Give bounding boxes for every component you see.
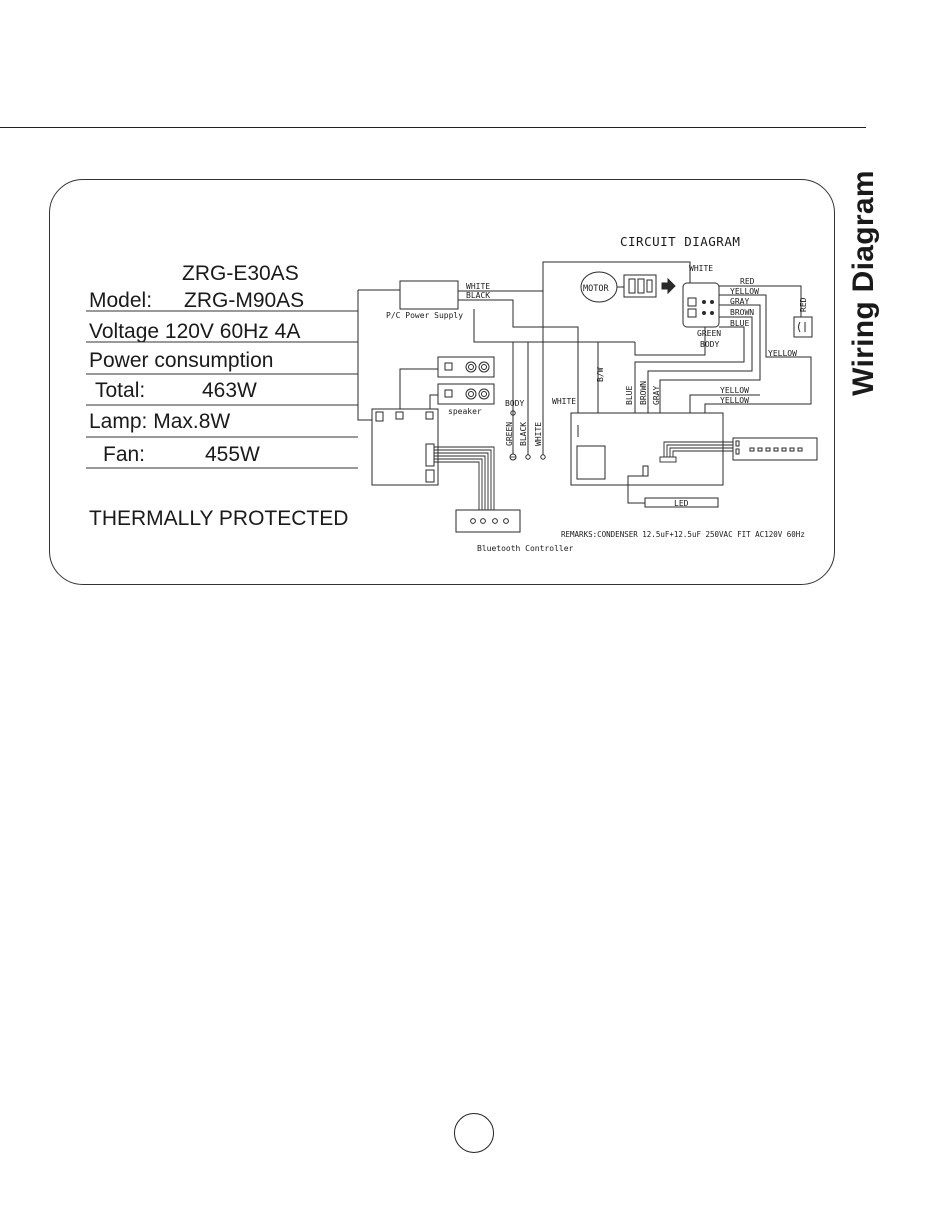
motor-arrow (661, 277, 676, 295)
wire-white-top (458, 261, 691, 292)
bluetooth-controller-box (455, 509, 521, 533)
wire-label-green: GREEN (697, 329, 721, 338)
speaker-control-board (371, 408, 439, 486)
speaker-module-2 (437, 383, 495, 405)
wire-table-to-board (357, 290, 372, 421)
keypad-panel (732, 437, 818, 461)
lamp-spec: Lamp: Max.8W (89, 410, 230, 433)
wire-black-top (458, 299, 579, 413)
wire-label-green-vertical: GREEN (505, 422, 514, 446)
wire-label-white-top: WHITE (466, 282, 490, 291)
wire-label-yellow-right: YELLOW (768, 349, 797, 358)
wire-red (719, 285, 802, 317)
wire-label-gray-vertical: GRAY (652, 386, 661, 405)
wiring-panel (49, 179, 835, 585)
keypad-ribbon (659, 441, 733, 463)
circuit-title: CIRCUIT DIAGRAM (620, 234, 740, 249)
spec-table-rules (86, 310, 358, 469)
wire-label-blue-vertical: BLUE (625, 386, 634, 405)
wire-label-bw-vertical: B/W (596, 367, 605, 382)
circuit-diagram (357, 261, 818, 533)
model-label: Model: (89, 289, 152, 312)
wire-label-gray: GRAY (730, 297, 749, 306)
wire-label-black-top: BLACK (466, 291, 490, 300)
wire-brown (647, 316, 753, 413)
ribbon-cable (434, 446, 495, 510)
wire-label-red: RED (740, 277, 755, 286)
wire-label-yellow: YELLOW (730, 287, 759, 296)
keypad-buttons (749, 447, 803, 452)
led-strip (644, 497, 719, 508)
wire-label-blue: BLUE (730, 319, 749, 328)
wire-yellow-h1 (689, 394, 760, 413)
total-label: Total: (95, 379, 145, 402)
wire-label-white-motor: WHITE (689, 264, 713, 273)
wire-yellow-right (704, 294, 812, 413)
wire-label-yellow-h2: YELLOW (720, 396, 749, 405)
fan-board-relay (576, 445, 606, 480)
model-number-2: ZRG-M90AS (184, 289, 304, 312)
thermal-switch (793, 316, 813, 338)
wire-to-body (634, 340, 706, 356)
motor-label: MOTOR (583, 284, 609, 294)
speaker-label: speaker (448, 407, 482, 416)
voltage-spec: Voltage 120V 60Hz 4A (89, 320, 300, 343)
wire-label-black-vertical: BLACK (519, 422, 528, 446)
fan-value: 455W (205, 443, 260, 466)
page-number-circle (454, 1113, 494, 1153)
bluetooth-controller-label: Bluetooth Controller (477, 544, 574, 553)
wire-label-white-mid: WHITE (552, 397, 576, 406)
motor-connector (623, 274, 657, 298)
wire-blue (634, 326, 745, 413)
body-label-bottom: BODY (700, 340, 719, 349)
led-label: LED (674, 499, 689, 508)
pc-power-supply-label: P/C Power Supply (386, 311, 463, 320)
thermal-protection-note: THERMALLY PROTECTED (89, 507, 348, 530)
ground-terminal-black (525, 454, 531, 460)
fan-control-board (570, 412, 724, 486)
circuit-labels: CIRCUIT DIAGRAM MOTOR P/C Power Supply W… (386, 234, 808, 553)
wire-label-yellow-h1: YELLOW (720, 386, 749, 395)
wire-label-brown-vertical: BROWN (639, 381, 648, 405)
remarks-label: REMARKS:CONDENSER 12.5uF+12.5uF 250VAC F… (561, 530, 805, 539)
wire-label-white-vertical: WHITE (534, 422, 543, 446)
pc-power-supply-box (399, 280, 459, 310)
total-value: 463W (202, 379, 257, 402)
body-terminal (510, 410, 516, 416)
body-label-top: BODY (505, 399, 524, 408)
power-consumption-label: Power consumption (89, 349, 273, 372)
header-rule (0, 127, 866, 128)
wire-gray (659, 304, 761, 413)
ground-terminal-white (540, 454, 546, 460)
fan-label: Fan: (103, 443, 145, 466)
wire-pc-down (473, 309, 514, 425)
model-number-1: ZRG-E30AS (182, 262, 299, 285)
speaker-module-1 (437, 356, 495, 378)
spec-table: ZRG-E30AS Model: ZRG-M90AS Voltage 120V … (86, 262, 358, 530)
wire-label-brown: BROWN (730, 308, 754, 317)
wire-label-red-vertical: RED (799, 297, 808, 312)
